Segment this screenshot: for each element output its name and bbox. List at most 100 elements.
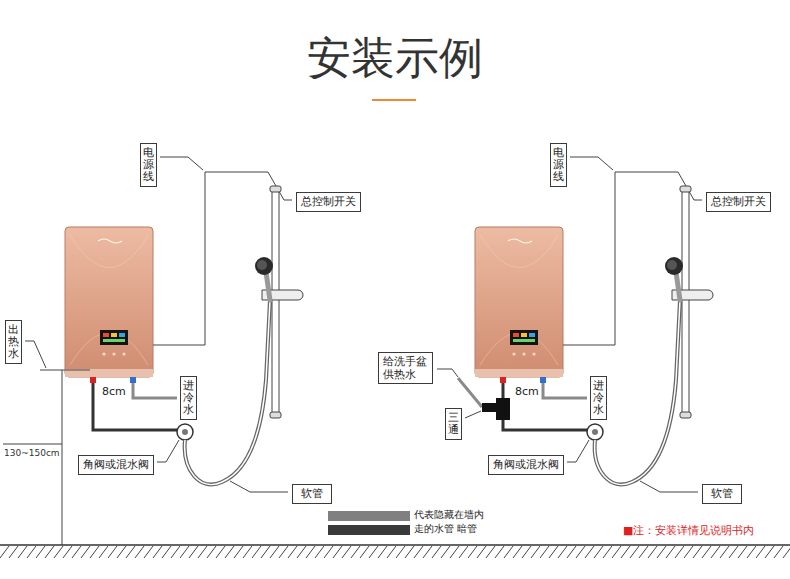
hatch-line	[18, 546, 27, 558]
hatch-line	[324, 546, 333, 558]
dimension-label: 130~150cm	[3, 448, 61, 459]
dimension-line	[3, 444, 62, 445]
hatch-line	[639, 546, 648, 558]
hatch-line	[207, 546, 216, 558]
hot-pipe	[93, 383, 177, 430]
hatch-line	[423, 546, 432, 558]
leader-line	[437, 369, 458, 377]
vertical-label-box: 电源线	[550, 143, 567, 187]
hatch-line	[90, 546, 99, 558]
legend-swatch	[328, 511, 410, 521]
hatch-line	[558, 546, 567, 558]
hatch-line	[306, 546, 315, 558]
legend-text: 代表隐藏在墙内	[414, 509, 484, 521]
hatch-line	[36, 546, 45, 558]
hatch-line	[477, 546, 486, 558]
hatch-line	[468, 546, 477, 558]
hatch-line	[387, 546, 396, 558]
hatch-line	[54, 546, 63, 558]
hatch-line	[414, 546, 423, 558]
hatch-line	[315, 546, 324, 558]
box-text: 进冷水	[593, 380, 604, 416]
hatch-line	[504, 546, 513, 558]
hatch-line	[225, 546, 234, 558]
hatch-line	[342, 546, 351, 558]
hatch-line	[360, 546, 369, 558]
box-text: 电源线	[553, 147, 564, 183]
hatch-line	[108, 546, 117, 558]
hatch-line	[351, 546, 360, 558]
hatch-line	[396, 546, 405, 558]
legend-text: 走的水管 暗管	[414, 523, 477, 535]
hatch-line	[369, 546, 378, 558]
dimension-label: 8cm	[514, 385, 540, 398]
hatch-line	[252, 546, 261, 558]
hatch-line	[603, 546, 612, 558]
hatch-line	[549, 546, 558, 558]
hatch-line	[405, 546, 414, 558]
box-text: 软管	[711, 487, 733, 501]
hatch-line	[495, 546, 504, 558]
box-text: 总控制开关	[301, 195, 356, 209]
hatch-line	[45, 546, 54, 558]
hatch-line	[0, 546, 9, 558]
hatch-line	[9, 546, 18, 558]
hatch-line	[378, 546, 387, 558]
hatch-line	[261, 546, 270, 558]
hatch-line	[162, 546, 171, 558]
hatch-line	[441, 546, 450, 558]
hatch-line	[126, 546, 135, 558]
box-text: 软管	[301, 487, 323, 501]
hatch-line	[720, 546, 729, 558]
vertical-label-box: 进冷水	[180, 376, 197, 420]
label-box: 总控制开关	[706, 192, 771, 212]
hatch-line	[432, 546, 441, 558]
hatch-line	[99, 546, 108, 558]
legend-swatch	[328, 525, 410, 535]
hatch-line	[135, 546, 144, 558]
hatch-line	[648, 546, 657, 558]
heater-assembly	[65, 157, 303, 492]
hatch-line	[333, 546, 342, 558]
label-box: 软管	[292, 484, 332, 504]
hatch-line	[666, 546, 675, 558]
hatch-line	[531, 546, 540, 558]
leader-line	[465, 411, 481, 418]
dimension-line	[40, 370, 90, 371]
box-text: 总控制开关	[711, 195, 766, 209]
hatch-line	[729, 546, 738, 558]
hatch-line	[243, 546, 252, 558]
hatch-line	[144, 546, 153, 558]
leader-line	[25, 341, 46, 368]
hatch-line	[270, 546, 279, 558]
hatch-line	[540, 546, 549, 558]
box-text: 给洗手盆供热水	[383, 355, 428, 381]
hatch-line	[297, 546, 306, 558]
tee-fitting	[482, 403, 496, 412]
hatch-line	[153, 546, 162, 558]
note-text: ■注：安装详情见说明书内	[622, 524, 755, 537]
hatch-line	[459, 546, 468, 558]
vertical-label-box: 出热水	[5, 320, 22, 364]
hatch-line	[765, 546, 774, 558]
vertical-label-box: 电源线	[140, 143, 157, 187]
hot-pipe	[502, 383, 505, 398]
hatch-line	[585, 546, 594, 558]
hatch-line	[621, 546, 630, 558]
box-text: 角阀或混水阀	[493, 458, 559, 472]
hatch-line	[684, 546, 693, 558]
hatch-line	[198, 546, 207, 558]
hatch-line	[711, 546, 720, 558]
hatch-line	[576, 546, 585, 558]
box-text: 电源线	[143, 147, 154, 183]
dimension-line	[62, 370, 63, 545]
title: 安装示例	[0, 36, 790, 80]
box-text: 进冷水	[183, 380, 194, 416]
hatch-line	[522, 546, 531, 558]
hatch-line	[234, 546, 243, 558]
hatch-line	[783, 546, 790, 558]
label-box: 总控制开关	[296, 192, 361, 212]
hatch-line	[513, 546, 522, 558]
hatch-line	[567, 546, 576, 558]
